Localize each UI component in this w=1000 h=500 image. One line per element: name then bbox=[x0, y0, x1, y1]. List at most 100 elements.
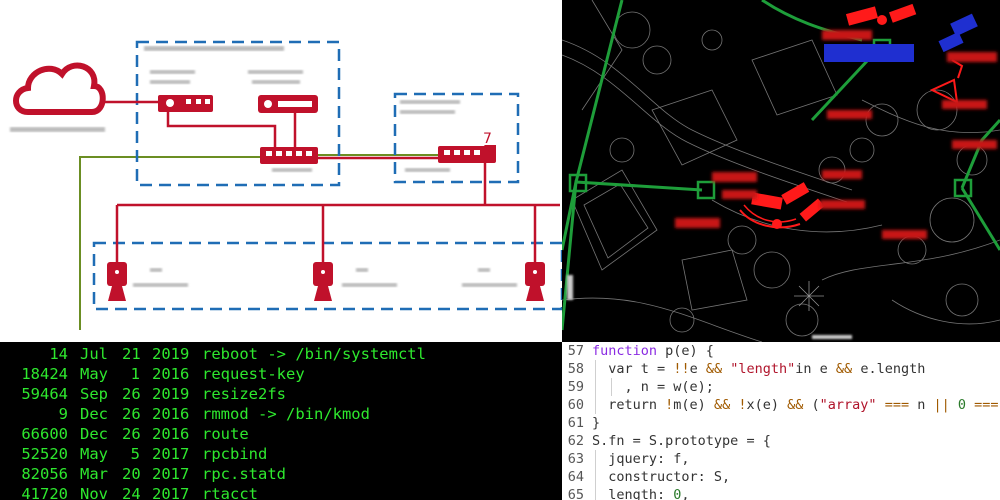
file-day: 21 bbox=[122, 345, 141, 363]
code-line: 57 function p(e) { bbox=[562, 342, 1000, 360]
line-number: 62 bbox=[567, 433, 584, 449]
code-line: 60 return !m(e) && !x(e) && ("array" ===… bbox=[562, 396, 1000, 414]
terminal-row: 66600 Dec 26 2016 route bbox=[0, 424, 562, 444]
cad-green-lines bbox=[562, 0, 1000, 331]
code-text: function p(e) { bbox=[592, 343, 714, 359]
file-size: 82056 bbox=[21, 465, 68, 483]
file-name: rpcbind bbox=[202, 445, 268, 463]
terminal-row: 41720 Nov 24 2017 rtacct bbox=[0, 484, 562, 500]
code-text: } bbox=[592, 415, 601, 431]
switch-icon bbox=[260, 147, 318, 164]
file-year: 2016 bbox=[152, 405, 190, 423]
file-name: request-key bbox=[202, 365, 305, 383]
line-number: 64 bbox=[567, 469, 584, 485]
file-size: 9 bbox=[58, 405, 68, 423]
line-number: 57 bbox=[567, 343, 584, 359]
terminal-row: 18424 May 1 2016 request-key bbox=[0, 364, 562, 384]
cloud-icon bbox=[13, 62, 106, 115]
room-box-2 bbox=[393, 92, 520, 184]
line-number: 61 bbox=[567, 415, 584, 431]
file-month: Nov bbox=[80, 485, 108, 500]
router-icon bbox=[158, 95, 213, 112]
file-size: 41720 bbox=[21, 485, 68, 500]
file-month: Jul bbox=[80, 345, 108, 363]
file-day: 20 bbox=[122, 465, 141, 483]
file-day: 26 bbox=[122, 425, 141, 443]
file-year: 2017 bbox=[152, 445, 190, 463]
file-day: 5 bbox=[130, 445, 140, 463]
file-day: 26 bbox=[122, 385, 141, 403]
code-text: constructor: S, bbox=[592, 469, 731, 485]
code-line: 62 S.fn = S.prototype = { bbox=[562, 432, 1000, 450]
file-month: Sep bbox=[80, 385, 108, 403]
code-line: 58 var t = !!e && "length"in e && e.leng… bbox=[562, 360, 1000, 378]
line-number: 59 bbox=[567, 379, 584, 395]
file-year: 2017 bbox=[152, 465, 190, 483]
file-name: rpc.statd bbox=[202, 465, 286, 483]
room-box-3 bbox=[92, 241, 562, 311]
cad-site-plan bbox=[562, 0, 1000, 342]
file-day: 1 bbox=[130, 365, 140, 383]
file-year: 2019 bbox=[152, 345, 190, 363]
red-links bbox=[100, 100, 560, 262]
network-diagram-panel: 7 bbox=[0, 0, 562, 342]
code-text: return !m(e) && !x(e) && ("array" === n … bbox=[592, 397, 999, 413]
terminal-row: 59464 Sep 26 2019 resize2fs bbox=[0, 384, 562, 404]
line-number: 58 bbox=[567, 361, 584, 377]
code-text: S.fn = S.prototype = { bbox=[592, 433, 771, 449]
file-month: Dec bbox=[80, 425, 108, 443]
file-month: May bbox=[80, 365, 108, 383]
file-day: 24 bbox=[122, 485, 141, 500]
cad-site-plan-panel bbox=[562, 0, 1000, 342]
file-year: 2017 bbox=[152, 485, 190, 500]
file-year: 2019 bbox=[152, 385, 190, 403]
file-size: 59464 bbox=[21, 385, 68, 403]
camera-icon-2 bbox=[313, 262, 333, 301]
file-year: 2016 bbox=[152, 425, 190, 443]
file-name: rmmod -> /bin/kmod bbox=[202, 405, 370, 423]
file-month: Mar bbox=[80, 465, 108, 483]
cad-camera-symbols bbox=[751, 3, 964, 229]
file-size: 14 bbox=[49, 345, 68, 363]
file-name: reboot -> /bin/systemctl bbox=[202, 345, 426, 363]
terminal-row: 9 Dec 26 2016 rmmod -> /bin/kmod bbox=[0, 404, 562, 424]
camera-icon bbox=[107, 262, 127, 301]
camera-icon-3 bbox=[525, 262, 545, 301]
code-text: var t = !!e && "length"in e && e.length bbox=[592, 361, 926, 377]
recorder-icon bbox=[258, 95, 318, 113]
cad-blue-block bbox=[824, 44, 914, 62]
code-line: 64 constructor: S, bbox=[562, 468, 1000, 486]
code-line: 59 , n = w(e); bbox=[562, 378, 1000, 396]
line-number: 63 bbox=[567, 451, 584, 467]
code-line: 61} bbox=[562, 414, 1000, 432]
terminal-row: 52520 May 5 2017 rpcbind bbox=[0, 444, 562, 464]
room-box-1 bbox=[135, 40, 341, 187]
file-month: Dec bbox=[80, 405, 108, 423]
marker-label: 7 bbox=[483, 131, 492, 147]
code-line: 65 length: 0, bbox=[562, 486, 1000, 500]
code-text: length: 0, bbox=[592, 487, 690, 500]
terminal-row: 14 Jul 21 2019 reboot -> /bin/systemctl bbox=[0, 344, 562, 364]
file-day: 26 bbox=[122, 405, 141, 423]
file-size: 66600 bbox=[21, 425, 68, 443]
switch-icon-2: 7 bbox=[438, 131, 496, 163]
file-year: 2016 bbox=[152, 365, 190, 383]
line-number: 60 bbox=[567, 397, 584, 413]
file-name: route bbox=[202, 425, 249, 443]
network-diagram: 7 bbox=[10, 40, 562, 330]
file-month: May bbox=[80, 445, 108, 463]
line-number: 65 bbox=[567, 487, 584, 500]
code-line: 63 jquery: f, bbox=[562, 450, 1000, 468]
code-text: jquery: f, bbox=[592, 451, 690, 467]
file-name: rtacct bbox=[202, 485, 258, 500]
code-text: , n = w(e); bbox=[592, 379, 714, 395]
file-size: 52520 bbox=[21, 445, 68, 463]
file-size: 18424 bbox=[21, 365, 68, 383]
terminal-row: 82056 Mar 20 2017 rpc.statd bbox=[0, 464, 562, 484]
green-link-line bbox=[79, 156, 262, 330]
file-name: resize2fs bbox=[202, 385, 286, 403]
